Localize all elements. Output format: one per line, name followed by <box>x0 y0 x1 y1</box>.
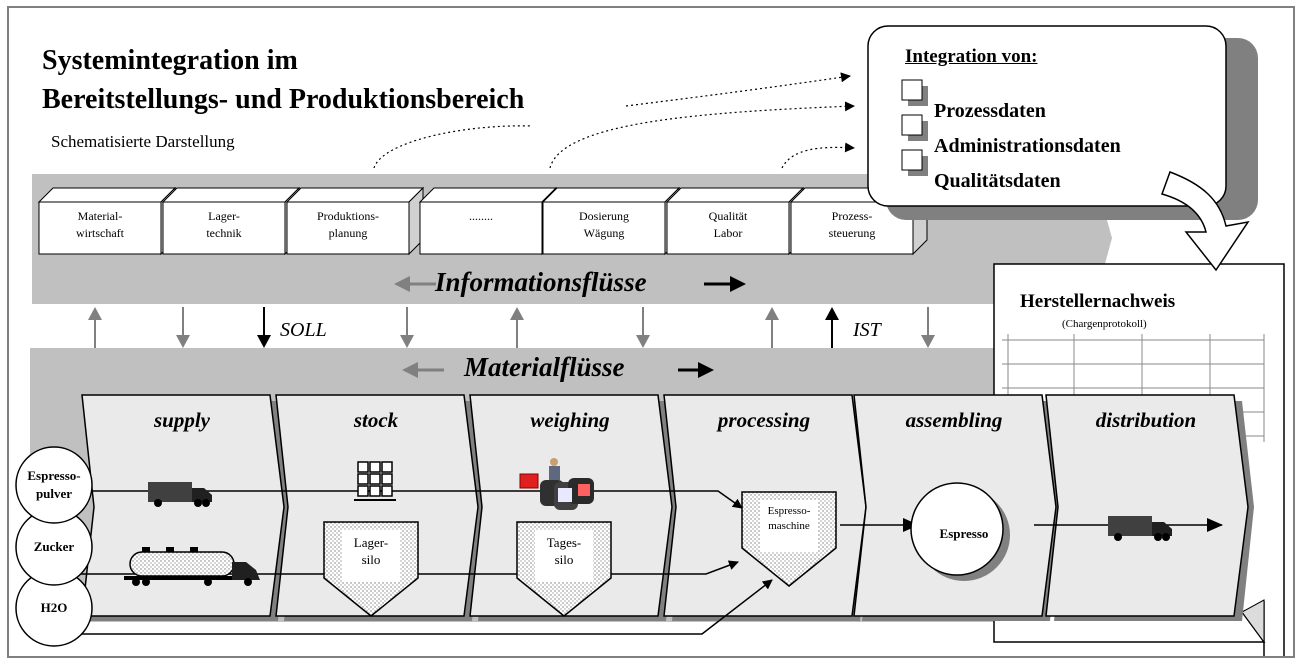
silo <box>741 491 837 587</box>
truck-icon <box>1108 516 1172 541</box>
silo <box>323 521 419 617</box>
silo-label-line2: maschine <box>768 520 810 532</box>
info-system-label-line1: Qualität <box>708 209 748 223</box>
stage-label-weighing: weighing <box>530 408 610 432</box>
input-label-line1: Espresso- <box>27 468 81 483</box>
arrow-up-icon <box>88 307 102 348</box>
silos <box>323 491 837 617</box>
ist-label: IST <box>853 319 881 341</box>
info-system-label: ........ <box>420 208 542 225</box>
report-subtitle: (Chargenprotokoll) <box>1062 318 1147 330</box>
scale-worker-icon <box>519 458 594 510</box>
input-label-line2: pulver <box>35 486 73 501</box>
arrow-left-icon <box>394 276 410 292</box>
arrow-right-icon <box>730 276 746 292</box>
input-label: Zucker <box>16 538 92 556</box>
pallet-icon <box>354 461 396 501</box>
input-label: H2O <box>16 599 92 617</box>
page-title-line2: Bereitstellungs- und Produktionsbereich <box>42 84 525 115</box>
info-system-label-line1: Lager- <box>208 209 240 223</box>
checkbox-icon <box>901 114 928 141</box>
page-subtitle: Schematisierte Darstellung <box>51 132 235 151</box>
input-label: Espresso-pulver <box>16 467 92 503</box>
silo-label-line2: silo <box>361 552 381 567</box>
integration-item: Administrationsdaten <box>934 135 1121 157</box>
report-title: Herstellernachweis <box>1020 291 1176 312</box>
info-system-label: Produktions-planung <box>287 208 409 242</box>
diagram-frame: Systemintegration im Bereitstellungs- un… <box>7 6 1295 658</box>
silo <box>516 521 612 617</box>
info-system-label-line2: Wägung <box>583 226 625 240</box>
arrow-down-icon <box>400 307 414 348</box>
info-system-label-line1: Material- <box>77 209 123 223</box>
soll-label: SOLL <box>280 319 327 341</box>
information-material-arrows <box>88 307 935 348</box>
curved-arrow-icon <box>1161 171 1250 272</box>
product-label: Espresso <box>939 526 989 541</box>
silo-label: Lager-silo <box>324 534 418 568</box>
arrow-up-icon <box>825 307 839 348</box>
input-circle <box>15 446 93 524</box>
integration-leader-lines <box>373 72 855 169</box>
integration-item: Prozessdaten <box>934 100 1046 122</box>
stage-label-processing: processing <box>717 408 811 432</box>
arrow-right-icon <box>698 362 714 378</box>
integration-box <box>867 25 1258 220</box>
arrow-down-icon <box>176 307 190 348</box>
info-system-label-line2: planung <box>328 226 368 240</box>
stage-label-stock: stock <box>353 408 399 432</box>
stage-label-supply: supply <box>153 408 210 432</box>
information-flow-label: Informationsflüsse <box>435 267 647 297</box>
raw-material-inputs <box>15 446 93 647</box>
process-stage-chevron <box>1045 394 1249 617</box>
stage-label-distribution: distribution <box>1095 408 1197 432</box>
info-system-label-line1: Dosierung <box>579 209 629 223</box>
arrow-left-icon <box>402 362 418 378</box>
checkbox-icon <box>901 79 928 106</box>
checkbox-icon <box>901 149 928 176</box>
stage-label-assembling: assembling <box>905 408 1003 432</box>
info-system-label-line2: Labor <box>713 226 743 240</box>
info-system-box <box>161 186 301 256</box>
arrow-down-icon <box>921 307 935 348</box>
silo-label: Espresso-maschine <box>742 504 836 534</box>
espresso-product <box>910 482 1010 581</box>
info-flow-arrows <box>394 276 746 378</box>
silo-label-line2: silo <box>554 552 574 567</box>
integration-title: Integration von: <box>905 46 1038 67</box>
info-system-label: Prozess-steuerung <box>791 208 913 242</box>
truck-icon <box>148 482 212 507</box>
silo-label-line1: Espresso- <box>767 505 811 517</box>
info-system-label: Material-wirtschaft <box>39 208 161 242</box>
arrow-down-icon <box>636 307 650 348</box>
silo-label-line1: Tages- <box>546 535 582 550</box>
info-system-label-line1: ........ <box>469 209 493 223</box>
arrow-up-icon <box>510 307 524 348</box>
arrow-up-icon <box>765 307 779 348</box>
info-system-label-line2: steuerung <box>828 226 876 240</box>
integration-item: Qualitätsdaten <box>934 170 1061 192</box>
arrow-down-icon <box>257 307 271 348</box>
input-label-line1: H2O <box>40 600 68 615</box>
tanker-truck-icon <box>124 547 260 586</box>
info-system-label-line1: Prozess- <box>831 209 873 223</box>
input-label-line1: Zucker <box>33 539 75 554</box>
diagram-canvas <box>15 25 1285 656</box>
info-system-box <box>541 186 681 256</box>
page-title-line1: Systemintegration im <box>42 45 298 76</box>
info-system-label-line1: Produktions- <box>316 209 379 223</box>
info-system-label: Lager-technik <box>163 208 285 242</box>
integration-list: Prozessdaten Administrationsdaten Qualit… <box>934 94 1121 199</box>
info-system-label-line2: wirtschaft <box>76 226 124 240</box>
silo-label: Tages-silo <box>517 534 611 568</box>
info-system-box <box>285 186 425 256</box>
info-system-label-line2: technik <box>206 226 242 240</box>
silo-label-line1: Lager- <box>353 535 389 550</box>
material-flow-label: Materialflüsse <box>464 352 625 382</box>
